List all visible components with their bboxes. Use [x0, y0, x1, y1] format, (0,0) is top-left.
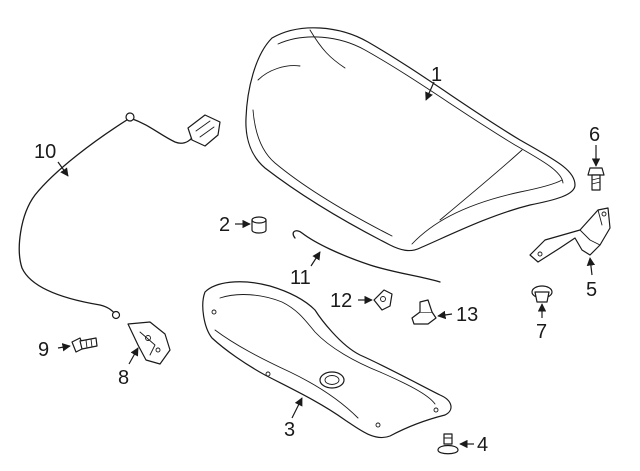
prop-rod[interactable]: [292, 230, 441, 283]
callout-4: 4: [477, 434, 488, 456]
callout-13: 13: [456, 304, 478, 326]
hood-hinge[interactable]: [529, 207, 611, 263]
callout-7: 7: [536, 321, 547, 343]
hood-insulator[interactable]: [202, 281, 452, 439]
leader-lines: [57, 81, 601, 449]
callout-6: 6: [589, 124, 600, 146]
release-cable[interactable]: [18, 112, 221, 320]
callout-3: 3: [284, 419, 295, 441]
callout-10: 10: [34, 141, 56, 163]
callout-2: 2: [219, 214, 230, 236]
callout-5: 5: [586, 279, 597, 301]
hinge-grommet[interactable]: [531, 285, 553, 303]
hood-bumper[interactable]: [251, 216, 267, 234]
callout-1: 1: [431, 64, 442, 86]
hood-latch[interactable]: [127, 321, 171, 365]
hood-panel[interactable]: [245, 27, 576, 252]
callout-11: 11: [290, 267, 311, 289]
callout-labels: 1 2 3 4 5 6 7 8 9 10 11 12 13: [34, 64, 600, 456]
callout-12: 12: [330, 290, 352, 312]
rod-holder[interactable]: [411, 299, 437, 325]
latch-bolt[interactable]: [71, 337, 98, 353]
retainer-clip[interactable]: [437, 433, 459, 455]
callout-8: 8: [118, 367, 129, 389]
hinge-bolt[interactable]: [587, 167, 605, 191]
rod-clip[interactable]: [373, 289, 393, 311]
callout-9: 9: [38, 339, 49, 361]
